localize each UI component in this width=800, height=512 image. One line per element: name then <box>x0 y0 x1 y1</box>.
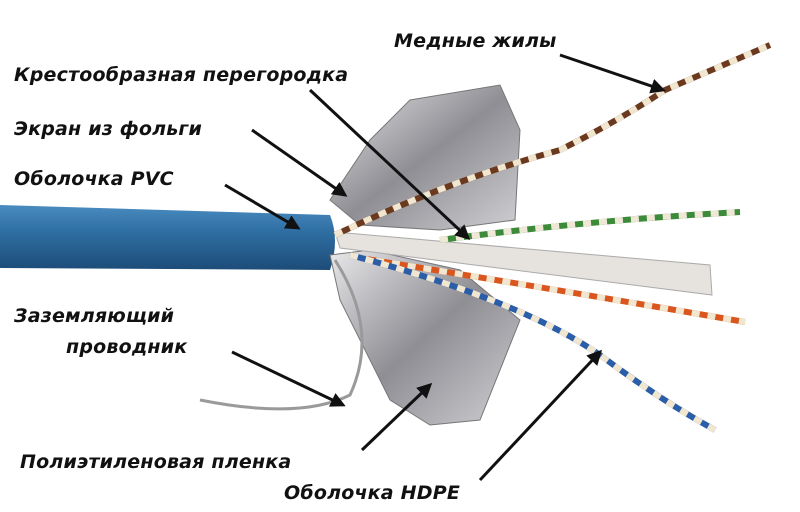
arrow-hdpe <box>478 349 603 482</box>
arrow-cross <box>308 88 471 241</box>
label-ground-wire-2: проводник <box>66 336 188 358</box>
cross-separator <box>334 231 713 296</box>
label-polyethylene-film: Полиэтиленовая пленка <box>20 451 292 473</box>
arrows <box>224 53 666 482</box>
arrow-copper <box>559 53 666 94</box>
arrow-pvc <box>224 183 301 230</box>
pvc-jacket <box>0 205 335 270</box>
label-ground-wire-1: Заземляющий <box>14 305 175 327</box>
label-hdpe-jacket: Оболочка HDPE <box>284 482 460 504</box>
foil-upper <box>329 84 521 231</box>
label-copper-conductors: Медные жилы <box>394 30 557 52</box>
label-cross-separator: Крестообразная перегородка <box>14 64 349 86</box>
label-foil-screen: Экран из фольги <box>14 118 203 140</box>
ground-wire <box>199 259 364 411</box>
arrow-foil <box>251 128 348 197</box>
arrow-film <box>360 382 433 452</box>
label-pvc-jacket: Оболочка PVC <box>14 168 174 190</box>
arrow-ground <box>231 350 346 407</box>
